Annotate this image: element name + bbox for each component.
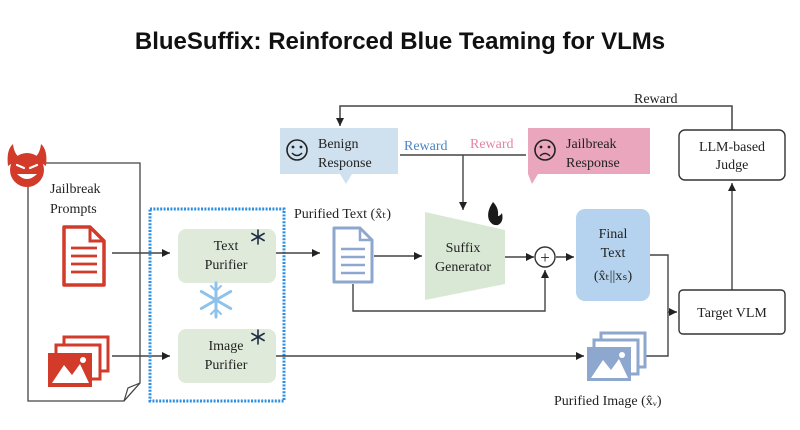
- image-purifier-line2: Purifier: [205, 358, 248, 373]
- document-icon: [62, 225, 106, 287]
- suffix-generator-line1: Suffix: [446, 241, 481, 256]
- plus-node: [534, 246, 556, 268]
- document-icon: [332, 226, 374, 284]
- suffix-generator-box: Suffix Generator: [425, 202, 505, 300]
- snowflake-icon: [251, 329, 265, 345]
- jailbreak-response-box: Jailbreak Response: [528, 128, 650, 184]
- jailbreak-prompts-line2: Prompts: [50, 202, 97, 217]
- judge-label-line2: Judge: [716, 158, 749, 173]
- benign-label-line1: Benign: [318, 137, 358, 152]
- purified-image-label: Purified Image (x̂ᵥ): [554, 394, 662, 409]
- reward-blue-label: Reward: [404, 139, 448, 154]
- snowflake-icon: [251, 229, 265, 245]
- smiley-face-icon: [286, 139, 308, 161]
- image-purifier-line1: Image: [209, 339, 244, 354]
- final-text-line1: Final: [599, 227, 628, 242]
- purified-text-label: Purified Text (x̂ₜ): [294, 207, 391, 222]
- purified-text-to-plus-line: [352, 270, 549, 312]
- text-purifier-box: Text Purifier: [178, 229, 276, 283]
- snowflake-icon: [199, 281, 233, 319]
- jailbreak-response-line1: Jailbreak: [566, 137, 617, 152]
- diagram-title: BlueSuffix: Reinforced Blue Teaming for …: [134, 28, 666, 55]
- reward-top-label: Reward: [634, 92, 678, 107]
- reward-loop-line: [336, 105, 733, 130]
- final-text-line2: Text: [601, 246, 626, 261]
- purifier-frame: [148, 207, 286, 403]
- benign-label-line2: Response: [318, 156, 372, 171]
- jailbreak-response-line2: Response: [566, 156, 620, 171]
- judge-label-line1: LLM-based: [699, 140, 765, 155]
- llm-judge-box: LLM-based Judge: [678, 129, 786, 181]
- suffix-generator-line2: Generator: [435, 260, 491, 275]
- image-purifier-box: Image Purifier: [178, 329, 276, 383]
- text-purifier-line2: Purifier: [205, 258, 248, 273]
- target-vlm-box: Target VLM: [678, 289, 786, 335]
- image-icon: [48, 335, 110, 387]
- final-text-box: Final Text (x̂ₜ||xₛ): [576, 209, 650, 301]
- flame-icon: [488, 202, 503, 226]
- frowning-face-icon: [534, 139, 556, 161]
- image-icon: [587, 331, 647, 381]
- devil-face-icon: [7, 144, 47, 187]
- benign-response-box: Benign Response: [280, 128, 398, 184]
- plus-symbol: +: [540, 248, 550, 267]
- jailbreak-prompts-page: Jailbreak Prompts: [27, 162, 141, 402]
- image-to-vlm-line: [640, 312, 669, 357]
- final-to-vlm-line: [650, 254, 677, 316]
- target-vlm-label: Target VLM: [697, 306, 767, 321]
- final-text-line3: (x̂ₜ||xₛ): [594, 269, 633, 284]
- jailbreak-prompts-line1: Jailbreak: [50, 182, 101, 197]
- reward-pink-label: Reward: [470, 137, 514, 152]
- text-purifier-line1: Text: [214, 239, 239, 254]
